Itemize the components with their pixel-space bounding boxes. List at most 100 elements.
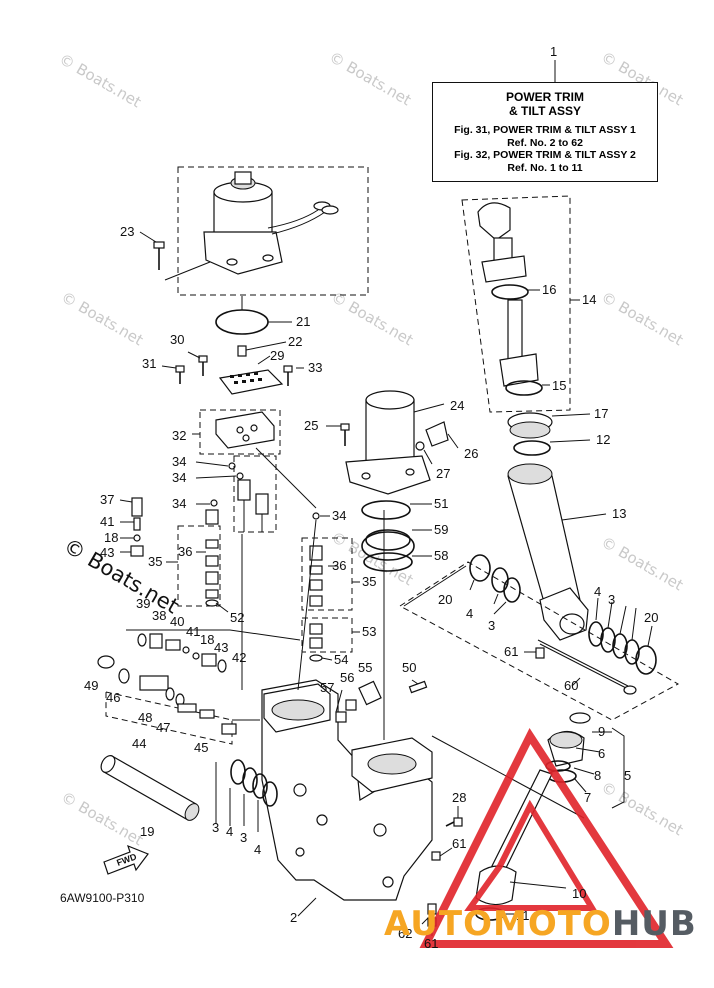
- callout-34: 34: [332, 508, 346, 523]
- callout-40: 40: [170, 614, 184, 629]
- callout-43: 43: [100, 545, 114, 560]
- callout-46: 46: [106, 690, 120, 705]
- callout-58: 58: [434, 548, 448, 563]
- watermark: © Boats.net: [58, 288, 146, 349]
- callout-labels: 2 3 4 3 4 3 4 3 4 5 6 7 8 9 10 11 12 13 …: [84, 224, 658, 951]
- callout-8: 8: [594, 768, 601, 783]
- callout-27: 27: [436, 466, 450, 481]
- watermark: © Boats.net: [58, 788, 146, 849]
- callout-6: 6: [598, 746, 605, 761]
- callout-11: 11: [516, 908, 530, 923]
- callout-60: 60: [564, 678, 578, 693]
- callout-23: 23: [120, 224, 134, 239]
- callout-35: 35: [148, 554, 162, 569]
- motor-24: [345, 390, 431, 495]
- callout-61: 61: [452, 836, 466, 851]
- callout-22: 22: [288, 334, 302, 349]
- callout-44: 44: [132, 736, 146, 751]
- callout-25: 25: [304, 418, 318, 433]
- callout-2: 2: [290, 910, 297, 925]
- callout-34: 34: [172, 454, 186, 469]
- brand-part-2: MOTO: [492, 904, 612, 944]
- cylinder-19: [100, 755, 200, 821]
- watermark: © Boats.net: [598, 533, 686, 594]
- callout-9: 9: [598, 724, 605, 739]
- watermark: © Boats.net: [598, 778, 686, 839]
- callout-61: 61: [424, 936, 438, 951]
- title-line-1: POWER TRIM: [506, 90, 584, 104]
- callout-51: 51: [434, 496, 448, 511]
- callout-12: 12: [596, 432, 610, 447]
- callout-18: 18: [104, 530, 118, 545]
- callout-36: 36: [332, 558, 346, 573]
- callout-13: 13: [612, 506, 626, 521]
- fwd-arrow: FWD: [103, 844, 149, 875]
- callout-5: 5: [624, 768, 631, 783]
- callout-4: 4: [254, 842, 261, 857]
- callout-53: 53: [362, 624, 376, 639]
- main-housing-2: [261, 679, 433, 901]
- callout-31: 31: [142, 356, 156, 371]
- fig-31-range: Ref. No. 2 to 62: [507, 136, 583, 149]
- watermark: © Boats.net: [598, 288, 686, 349]
- callout-49: 49: [84, 678, 98, 693]
- callout-47: 47: [156, 720, 170, 735]
- callout-28: 28: [452, 790, 466, 805]
- brand-part-3: HUB: [611, 904, 697, 944]
- callout-38: 38: [152, 608, 166, 623]
- cylinder-13: [507, 463, 589, 641]
- callout-3: 3: [212, 820, 219, 835]
- pump-32: [199, 409, 281, 455]
- callout-50: 50: [402, 660, 416, 675]
- callout-61: 61: [504, 644, 518, 659]
- callout-3: 3: [608, 592, 615, 607]
- callout-34: 34: [172, 496, 186, 511]
- callout-24: 24: [450, 398, 464, 413]
- callout-42: 42: [232, 650, 246, 665]
- callout-39: 39: [136, 596, 150, 611]
- title-box: POWER TRIM & TILT ASSY Fig. 31, POWER TR…: [432, 82, 658, 182]
- callout-45: 45: [194, 740, 208, 755]
- title-line-2: & TILT ASSY: [509, 104, 581, 118]
- watermark: © Boats.net: [56, 50, 144, 111]
- callout-3: 3: [488, 618, 495, 633]
- callout-18: 18: [200, 632, 214, 647]
- callout-56: 56: [340, 670, 354, 685]
- callout-35: 35: [362, 574, 376, 589]
- callout-16: 16: [542, 282, 556, 297]
- watermark: © Boats.net: [328, 288, 416, 349]
- callout-26: 26: [464, 446, 478, 461]
- watermark-large: © Boats.net: [60, 534, 183, 619]
- motor-assembly: [177, 166, 369, 296]
- brand-part-1: AUTO: [384, 904, 493, 944]
- callout-1: 1: [550, 44, 557, 59]
- callout-14: 14: [582, 292, 596, 307]
- callout-59: 59: [434, 522, 448, 537]
- callout-4: 4: [466, 606, 473, 621]
- callout-57: 57: [320, 680, 334, 695]
- tilt-rod-14: [461, 195, 571, 413]
- callout-54: 54: [334, 652, 348, 667]
- callout-33: 33: [308, 360, 322, 375]
- callout-52: 52: [230, 610, 244, 625]
- callout-30: 30: [170, 332, 184, 347]
- callout-4: 4: [594, 584, 601, 599]
- callout-3: 3: [240, 830, 247, 845]
- brand-logo: [419, 727, 674, 948]
- callout-19: 19: [140, 824, 154, 839]
- callout-15: 15: [552, 378, 566, 393]
- callout-55: 55: [358, 660, 372, 675]
- callout-62: 62: [398, 926, 412, 941]
- fig-31-ref: Fig. 31, POWER TRIM & TILT ASSY 1: [454, 124, 636, 136]
- callout-41: 41: [186, 624, 200, 639]
- fig-32-range: Ref. No. 1 to 11: [507, 161, 583, 174]
- callout-41: 41: [100, 514, 114, 529]
- callout-20: 20: [644, 610, 658, 625]
- callout-34: 34: [172, 470, 186, 485]
- callout-7: 7: [584, 790, 591, 805]
- callout-32: 32: [172, 428, 186, 443]
- brand-wordmark: AUTOMOTOHUB: [384, 904, 697, 944]
- watermark: © Boats.net: [326, 48, 414, 109]
- callout-4: 4: [226, 824, 233, 839]
